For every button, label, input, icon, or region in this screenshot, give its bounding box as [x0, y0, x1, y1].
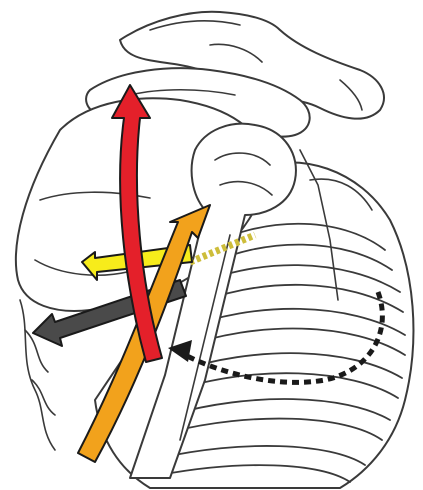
shoulder-anatomy-diagram: [0, 0, 423, 490]
